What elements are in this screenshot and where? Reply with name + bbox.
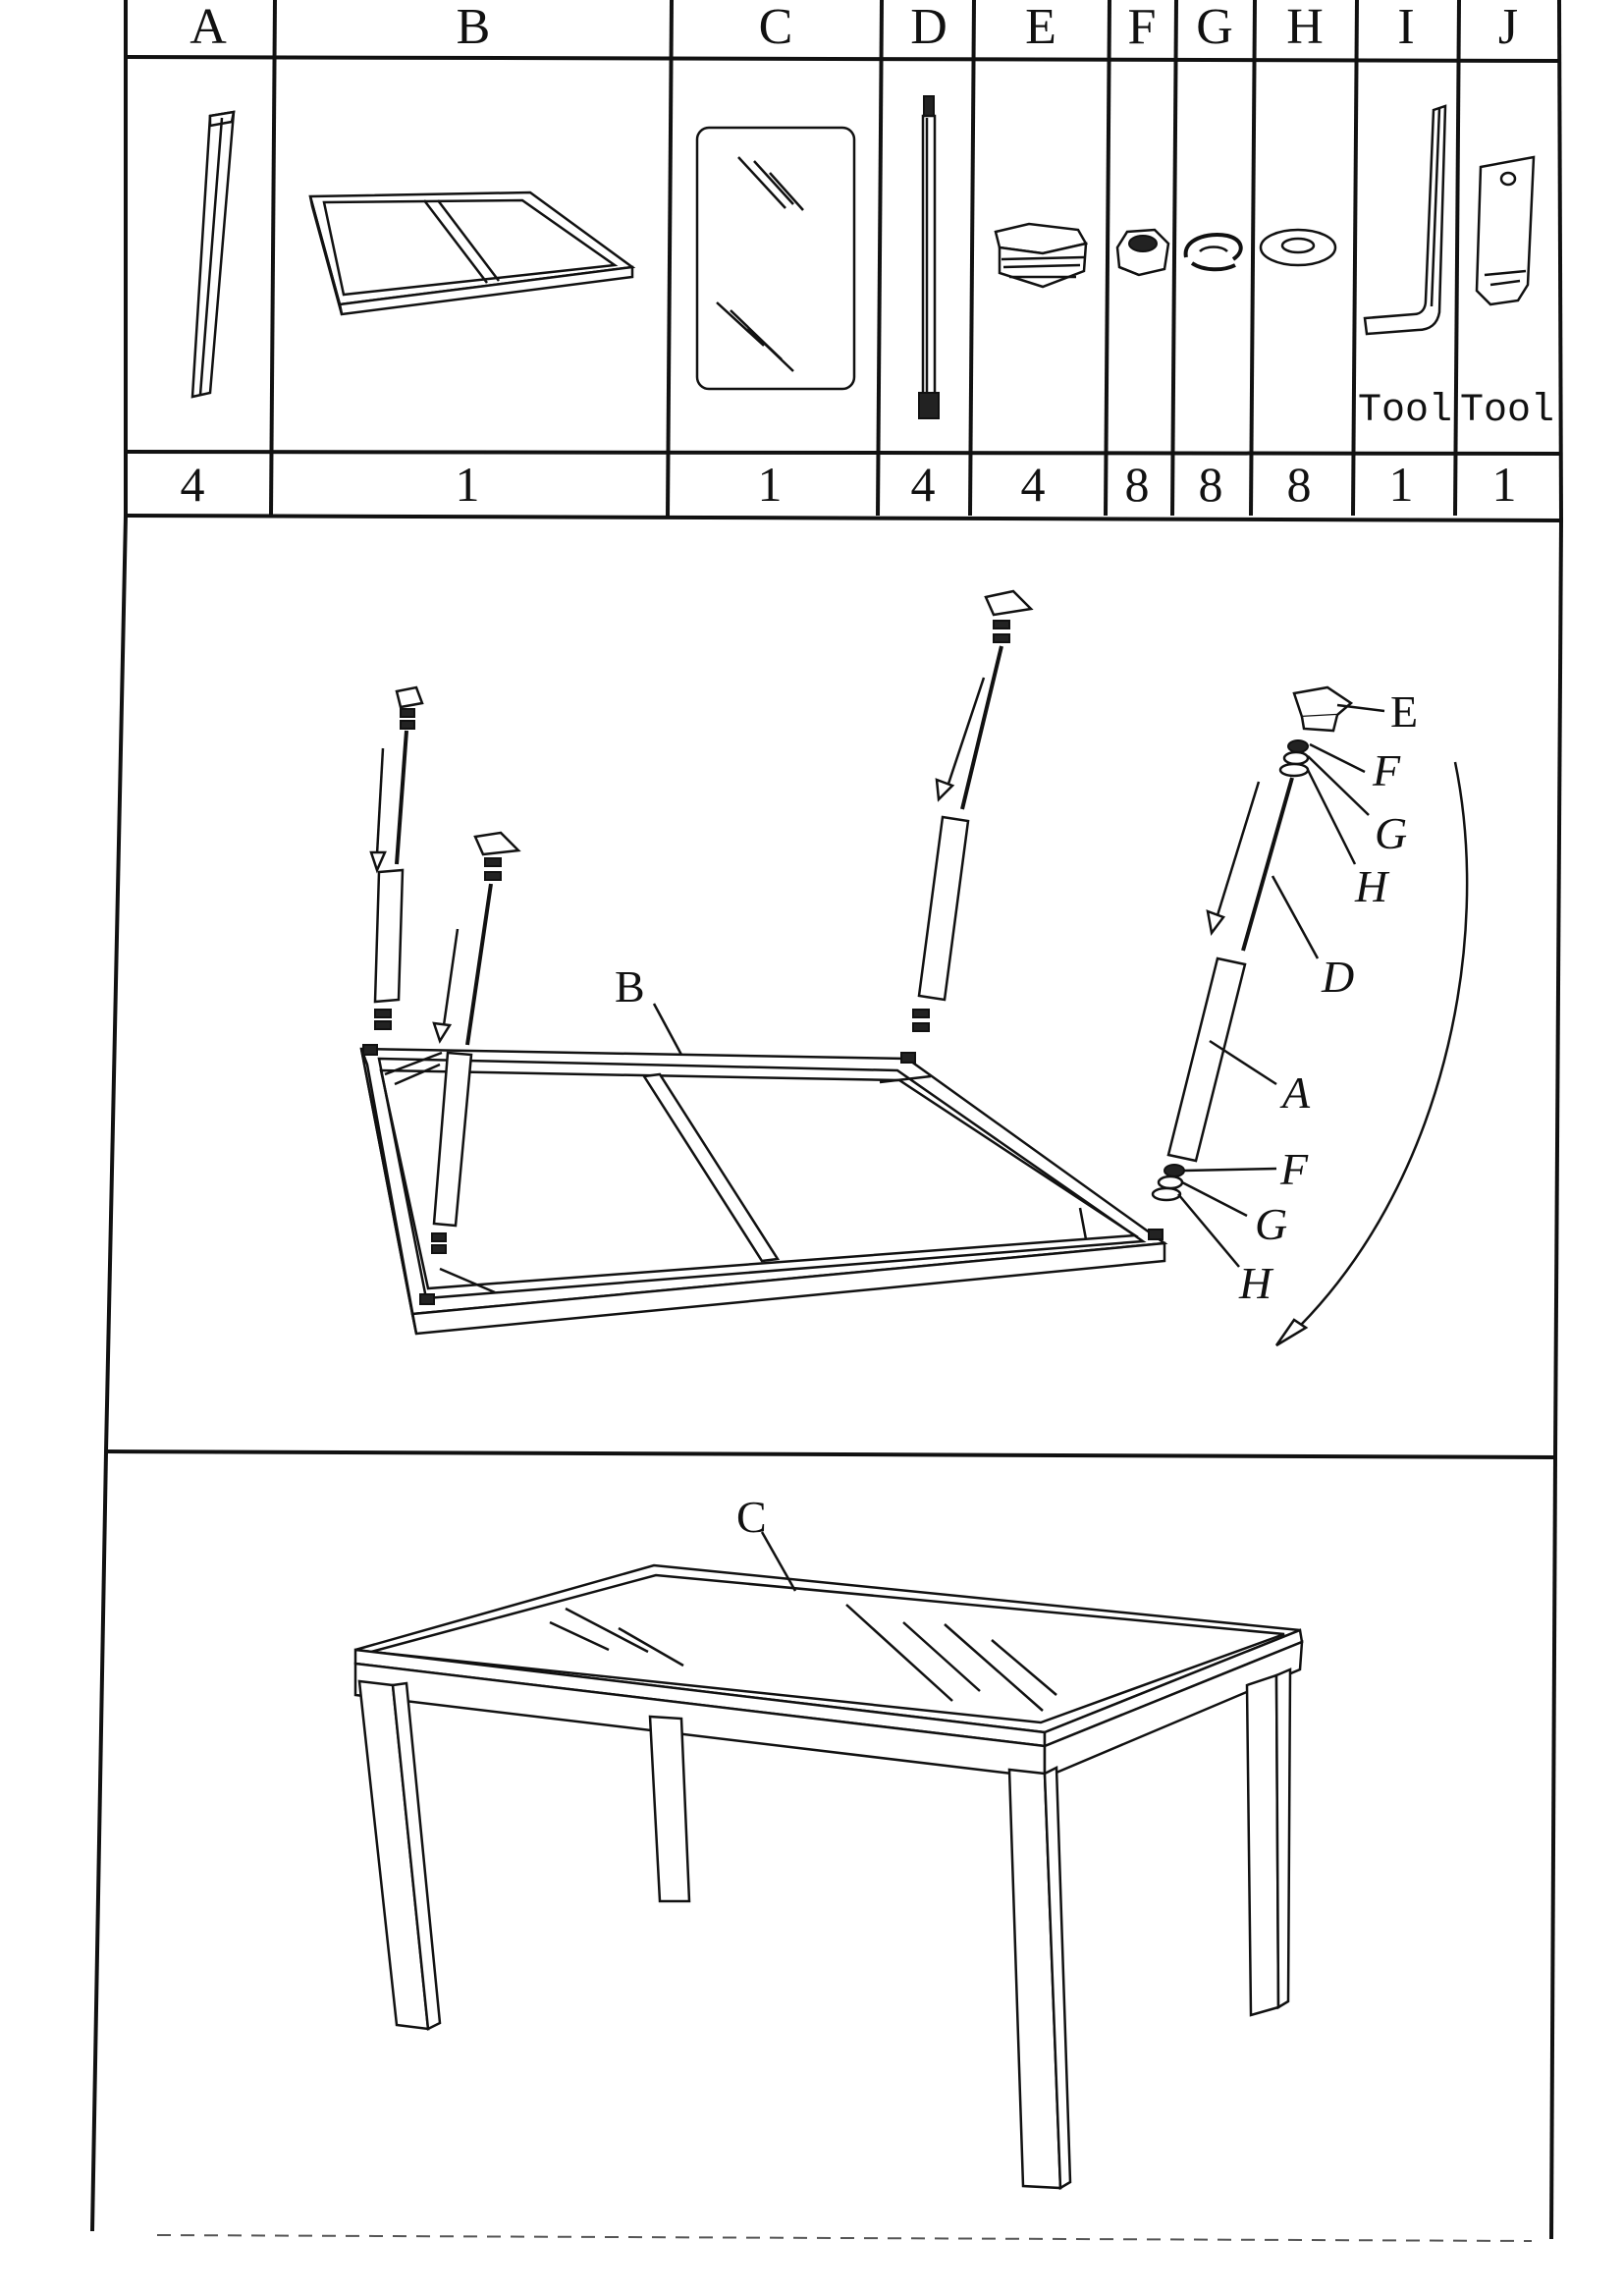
qty-c: 1 <box>758 457 783 512</box>
col-letter-i: I <box>1397 0 1414 55</box>
col-letter-c: C <box>759 0 793 55</box>
down-arrow-icon <box>1206 909 1226 937</box>
part-b-frame-drawing <box>308 191 636 316</box>
part-c-glass-drawing <box>695 126 856 391</box>
down-arrow-icon <box>935 778 955 802</box>
step2-assembled-table: C <box>90 1450 1557 2240</box>
part-f-nut-drawing <box>1115 228 1170 277</box>
leg-assembly-left-back <box>369 685 424 1030</box>
col-letter-f: F <box>1128 0 1157 55</box>
part-a-leg-drawing <box>190 110 236 399</box>
callout-c-glass: C <box>736 1492 767 1542</box>
callout-f-nut-top: F <box>1372 745 1401 795</box>
curved-arrow-icon <box>1289 761 1469 1337</box>
callout-g-spring-washer-bottom: G <box>1255 1199 1287 1249</box>
callout-b-frame: B <box>615 961 645 1011</box>
down-arrow-icon <box>369 850 387 874</box>
down-arrow-icon <box>432 1021 453 1044</box>
col-letter-a: A <box>189 0 227 55</box>
part-d-bolt-drawing <box>918 95 940 419</box>
col-letter-h: H <box>1286 0 1324 55</box>
col-letter-b: B <box>457 0 491 55</box>
qty-d: 4 <box>911 457 936 512</box>
part-i-allen-key-drawing <box>1363 104 1447 336</box>
qty-h: 8 <box>1287 457 1312 512</box>
callout-d-bolt: D <box>1321 952 1354 1002</box>
callout-e-cap: E <box>1390 686 1418 737</box>
frame-b <box>359 1044 1168 1336</box>
callout-g-spring-washer-top: G <box>1375 808 1407 858</box>
bottom-scan-line <box>156 2234 1533 2242</box>
callout-f-nut-bottom: F <box>1279 1144 1309 1194</box>
parts-table: A B C D E F G H I J 4 1 1 4 4 8 8 8 1 1 … <box>124 0 1563 522</box>
callout-c-leader <box>760 1531 797 1592</box>
table-legs <box>357 1667 1292 2191</box>
qty-i: 1 <box>1389 457 1414 512</box>
col-letter-j: J <box>1498 0 1518 55</box>
tool-label-j: Tool <box>1460 389 1554 433</box>
table-apron-side <box>1043 1640 1304 1779</box>
col-letter-d: D <box>910 0 947 55</box>
part-e-cap-drawing <box>994 222 1088 289</box>
callout-h-washer-top: H <box>1354 861 1390 911</box>
col-letter-e: E <box>1025 0 1056 55</box>
qty-g: 8 <box>1199 457 1223 512</box>
col-letter-g: G <box>1196 0 1233 55</box>
callout-h-washer-bottom: H <box>1238 1258 1274 1308</box>
step1-exploded-diagram: B E F G H D A F G H <box>104 515 1563 1459</box>
callout-a-leg: A <box>1279 1067 1311 1118</box>
tool-label-i: Tool <box>1358 389 1452 433</box>
leg-assembly-left-front <box>431 831 521 1254</box>
qty-e: 4 <box>1021 457 1046 512</box>
qty-b: 1 <box>456 457 480 512</box>
qty-j: 1 <box>1492 457 1517 512</box>
leg-assembly-right-labelled <box>1151 685 1385 1268</box>
qty-a: 4 <box>181 457 205 512</box>
part-g-spring-washer-drawing <box>1183 233 1243 272</box>
leg-assembly-back-right <box>912 589 1034 1032</box>
part-j-spanner-drawing <box>1475 155 1536 306</box>
qty-f: 8 <box>1125 457 1150 512</box>
part-h-washer-drawing <box>1259 228 1337 267</box>
glass-top-c <box>353 1563 1304 1748</box>
